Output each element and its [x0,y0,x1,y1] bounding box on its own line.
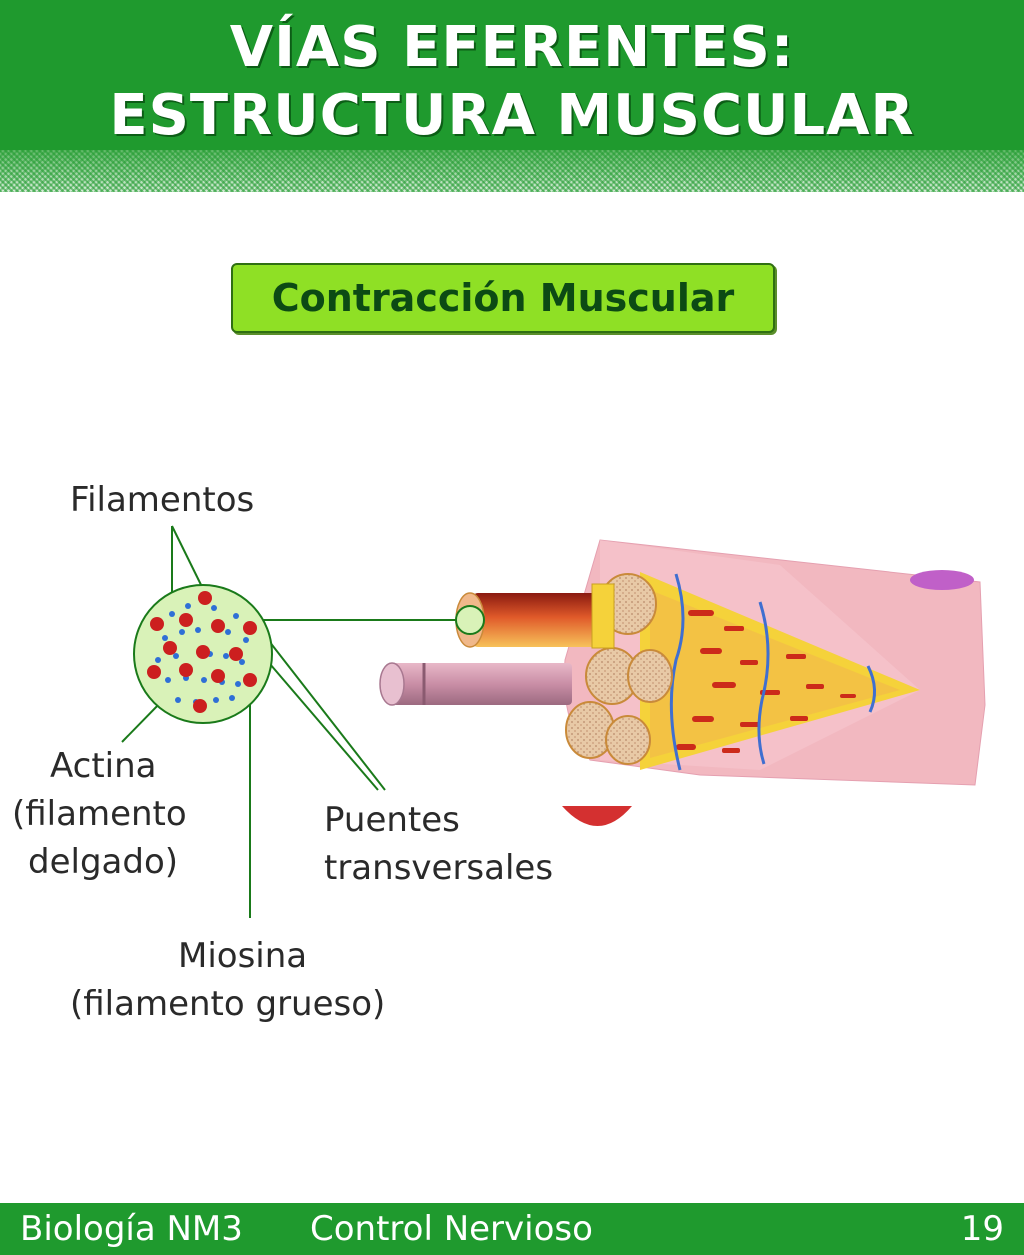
footer-topic: Control Nervioso [310,1209,593,1249]
muscle-fiber-rod [379,662,572,706]
label-actina-line-1: Actina [50,746,157,786]
muscle-illustration [379,539,986,826]
myosin-dots [147,591,257,713]
footer-bar: Biología NM3 Control Nervioso 19 [0,1203,1024,1255]
myofibril-rod [455,583,615,649]
label-actina-line-2: (filamento [12,794,187,834]
filament-cross-section [133,584,273,724]
label-puentes-line-1: Puentes [324,800,460,840]
label-puentes-line-2: transversales [324,848,554,888]
footer-page-number: 19 [960,1209,1004,1249]
page-title-line-1: VÍAS EFERENTES: [229,15,795,80]
section-badge: Contracción Muscular [231,263,775,333]
label-actina-line-3: delgado) [28,842,179,882]
actin-dots [155,603,249,705]
blood-vessels [669,573,876,771]
label-miosina-line-2: (filamento grueso) [70,984,386,1024]
footer-subject: Biología NM3 [20,1209,243,1249]
label-miosina-line-1: Miosina [178,936,308,976]
header-gradient [0,150,1024,192]
label-filamentos: Filamentos [70,480,255,520]
myofibril-highlight [455,605,485,635]
page-title-line-2: ESTRUCTURA MUSCULAR [109,83,915,148]
header-bar [0,0,1024,150]
